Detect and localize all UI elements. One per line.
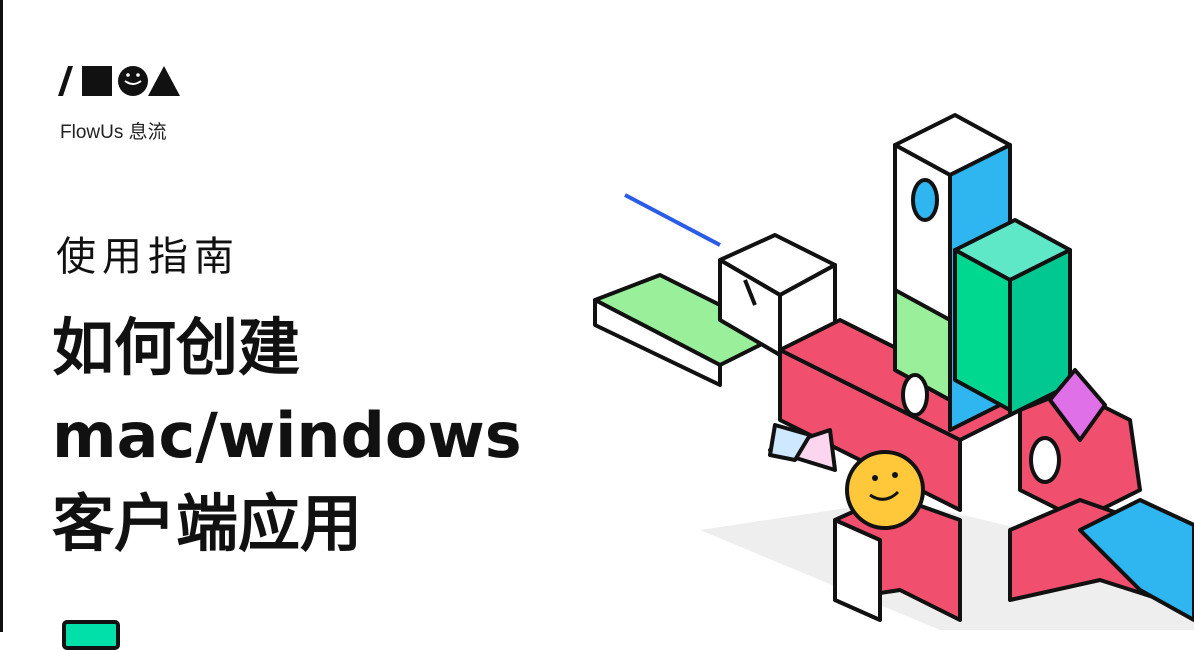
left-border — [0, 0, 3, 632]
blocks-illustration — [593, 113, 1194, 630]
app-icon — [62, 620, 120, 650]
title-line: mac/windows — [52, 399, 522, 472]
flowus-logo — [58, 66, 180, 96]
brand-name: FlowUs 息流 — [60, 122, 167, 143]
triangle-icon — [148, 66, 180, 96]
slash-icon — [58, 66, 73, 96]
square-icon — [82, 66, 112, 96]
smiley-icon — [118, 66, 148, 96]
page-title: 如何创建 mac/windows 客户端应用 — [52, 304, 522, 568]
title-line: 如何创建 — [52, 311, 301, 384]
subtitle: 使用指南 — [56, 234, 240, 280]
title-line: 客户端应用 — [52, 487, 363, 560]
